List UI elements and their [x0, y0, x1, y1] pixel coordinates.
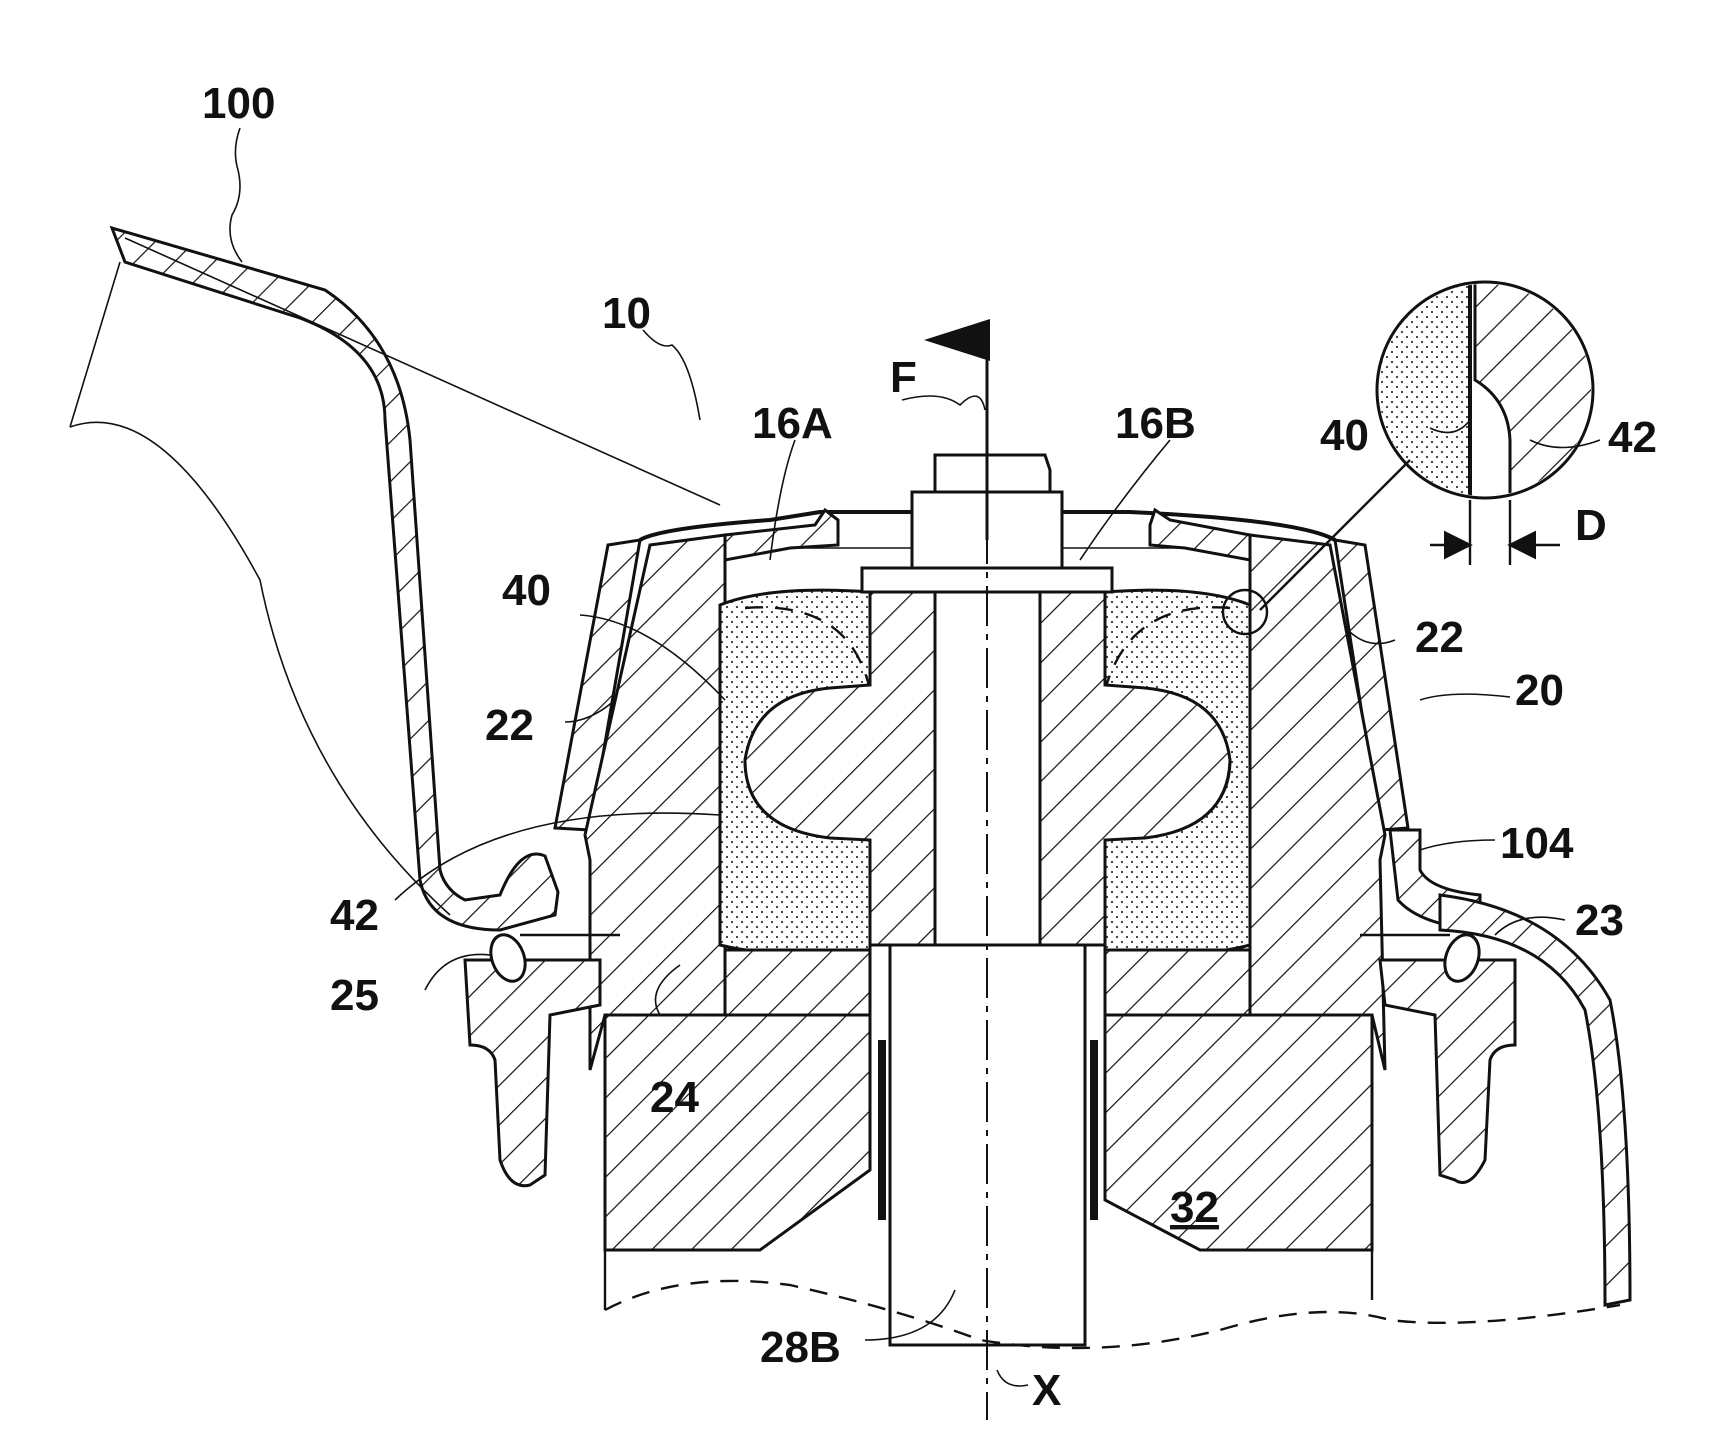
- label-24: 24: [650, 1073, 699, 1122]
- label-100: 100: [202, 79, 275, 128]
- label-25: 25: [330, 971, 379, 1020]
- label-22-left: 22: [485, 701, 534, 750]
- label-X: X: [1032, 1366, 1061, 1415]
- label-42-left: 42: [330, 891, 379, 940]
- label-40-left: 40: [502, 566, 551, 615]
- label-32: 32: [1170, 1183, 1219, 1232]
- label-104: 104: [1500, 819, 1574, 868]
- label-28B: 28B: [760, 1323, 841, 1372]
- label-16B: 16B: [1115, 399, 1196, 448]
- label-10: 10: [602, 289, 651, 338]
- label-20: 20: [1515, 666, 1564, 715]
- label-D: D: [1575, 501, 1607, 550]
- label-16A: 16A: [752, 399, 833, 448]
- label-22-right: 22: [1415, 613, 1464, 662]
- label-F: F: [890, 353, 917, 402]
- label-23: 23: [1575, 896, 1624, 945]
- label-40-detail: 40: [1320, 411, 1369, 460]
- label-42-detail: 42: [1608, 413, 1657, 462]
